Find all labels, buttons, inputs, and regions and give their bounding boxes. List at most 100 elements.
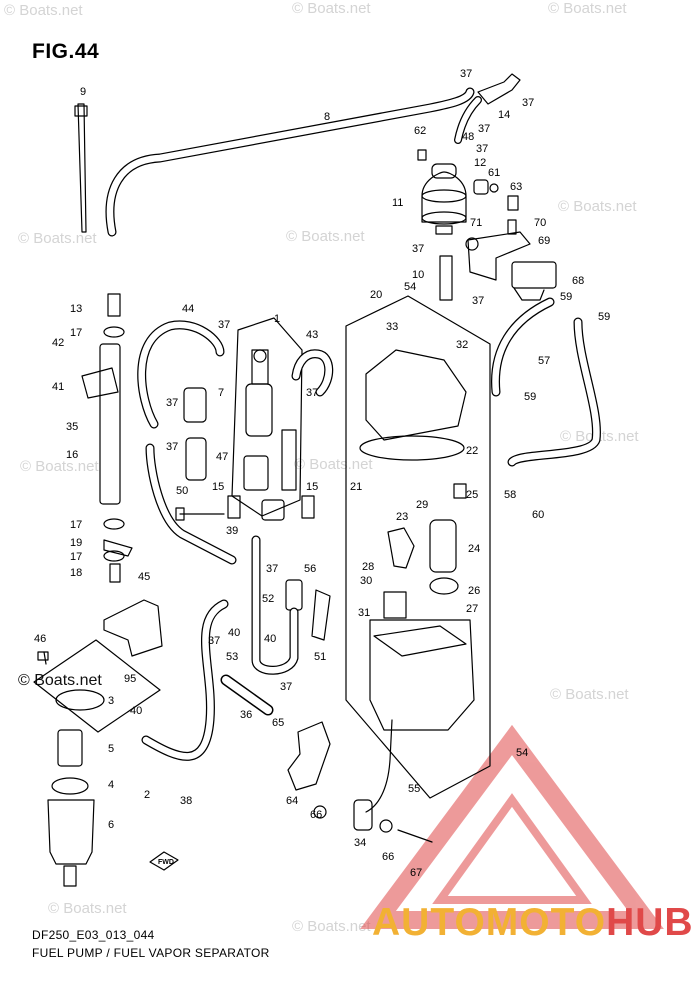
callout-29: 29 [416,499,428,511]
callout-37: 37 [166,441,178,453]
watermark: © Boats.net [4,2,83,19]
callout-13: 13 [70,303,82,315]
callout-62: 62 [414,125,426,137]
figure-caption: FUEL PUMP / FUEL VAPOR SEPARATOR [32,946,270,960]
callout-69: 69 [538,235,550,247]
callout-11: 11 [392,197,403,209]
callout-34: 34 [354,837,366,849]
watermark: © Boats.net [550,686,629,703]
callout-27: 27 [466,603,478,615]
fwd-arrow-label: FWD [158,859,174,866]
callout-15: 15 [212,481,224,493]
callout-24: 24 [468,543,480,555]
callout-5: 5 [108,743,114,755]
watermark-highlighted: © Boats.net [18,672,102,689]
callout-33: 33 [386,321,398,333]
callout-20: 20 [370,289,382,301]
callout-57: 57 [538,355,550,367]
callout-6: 6 [108,819,114,831]
callout-37: 37 [280,681,292,693]
callout-8: 8 [324,111,330,123]
callout-39: 39 [226,525,238,537]
callout-36: 36 [240,709,252,721]
callout-37: 37 [166,397,178,409]
callout-53: 53 [226,651,238,663]
callout-2: 2 [144,789,150,801]
watermark: © Boats.net [286,228,365,245]
watermark: © Boats.net [294,456,373,473]
callout-61: 61 [488,167,500,179]
watermark: © Boats.net [48,900,127,917]
callout-68: 68 [572,275,584,287]
callout-17: 17 [70,551,82,563]
callout-40: 40 [264,633,276,645]
callout-54: 54 [516,747,528,759]
callout-37: 37 [266,563,278,575]
callout-37: 37 [306,387,318,399]
callout-16: 16 [66,449,78,461]
callout-17: 17 [70,519,82,531]
callout-23: 23 [396,511,408,523]
callout-17: 17 [70,327,82,339]
callout-66: 66 [382,851,394,863]
callout-37: 37 [472,295,484,307]
callout-21: 21 [350,481,362,493]
callout-38: 38 [180,795,192,807]
callout-37: 37 [522,97,534,109]
callout-63: 63 [510,181,522,193]
logo-text-part1: AUTOMOTO [372,901,607,944]
callout-32: 32 [456,339,468,351]
callout-9: 9 [80,86,86,98]
callout-59: 59 [598,311,610,323]
callout-59: 59 [524,391,536,403]
callout-37: 37 [412,243,424,255]
callout-14: 14 [498,109,510,121]
watermark: © Boats.net [18,230,97,247]
callout-37: 37 [208,635,220,647]
callout-45: 45 [138,571,150,583]
callout-37: 37 [460,68,472,80]
callout-42: 42 [52,337,64,349]
callout-10: 10 [412,269,424,281]
callout-46: 46 [34,633,46,645]
callout-37: 37 [478,123,490,135]
watermark: © Boats.net [292,0,371,17]
callout-15: 15 [306,481,318,493]
logo-text-part2: HUB [606,901,694,944]
callout-41: 41 [52,381,64,393]
callout-30: 30 [360,575,372,587]
callout-65: 65 [272,717,284,729]
callout-55: 55 [408,783,420,795]
callout-4: 4 [108,779,114,791]
watermark: © Boats.net [558,198,637,215]
callout-56: 56 [304,563,316,575]
figure-code: DF250_E03_013_044 [32,928,155,942]
callout-31: 31 [358,607,370,619]
callout-3: 3 [108,695,114,707]
callout-22: 22 [466,445,478,457]
callout-50: 50 [176,485,188,497]
callout-64: 64 [286,795,298,807]
watermark: © Boats.net [292,918,371,935]
callout-26: 26 [468,585,480,597]
watermark: © Boats.net [20,458,99,475]
callout-40: 40 [130,705,142,717]
callout-70: 70 [534,217,546,229]
callout-19: 19 [70,537,82,549]
callout-40: 40 [228,627,240,639]
callout-18: 18 [70,567,82,579]
callout-47: 47 [216,451,228,463]
automotohub-logo: AUTOMOTOHUB [372,901,694,945]
callout-95: 95 [124,673,136,685]
callout-12: 12 [474,157,486,169]
callout-59: 59 [560,291,572,303]
callout-52: 52 [262,593,274,605]
callout-1: 1 [274,313,280,325]
logo-triangle-icon [360,724,664,929]
figure-title: FIG.44 [32,40,100,63]
callout-37: 37 [218,319,230,331]
callout-58: 58 [504,489,516,501]
callout-66: 66 [310,809,322,821]
callout-48: 48 [462,131,474,143]
